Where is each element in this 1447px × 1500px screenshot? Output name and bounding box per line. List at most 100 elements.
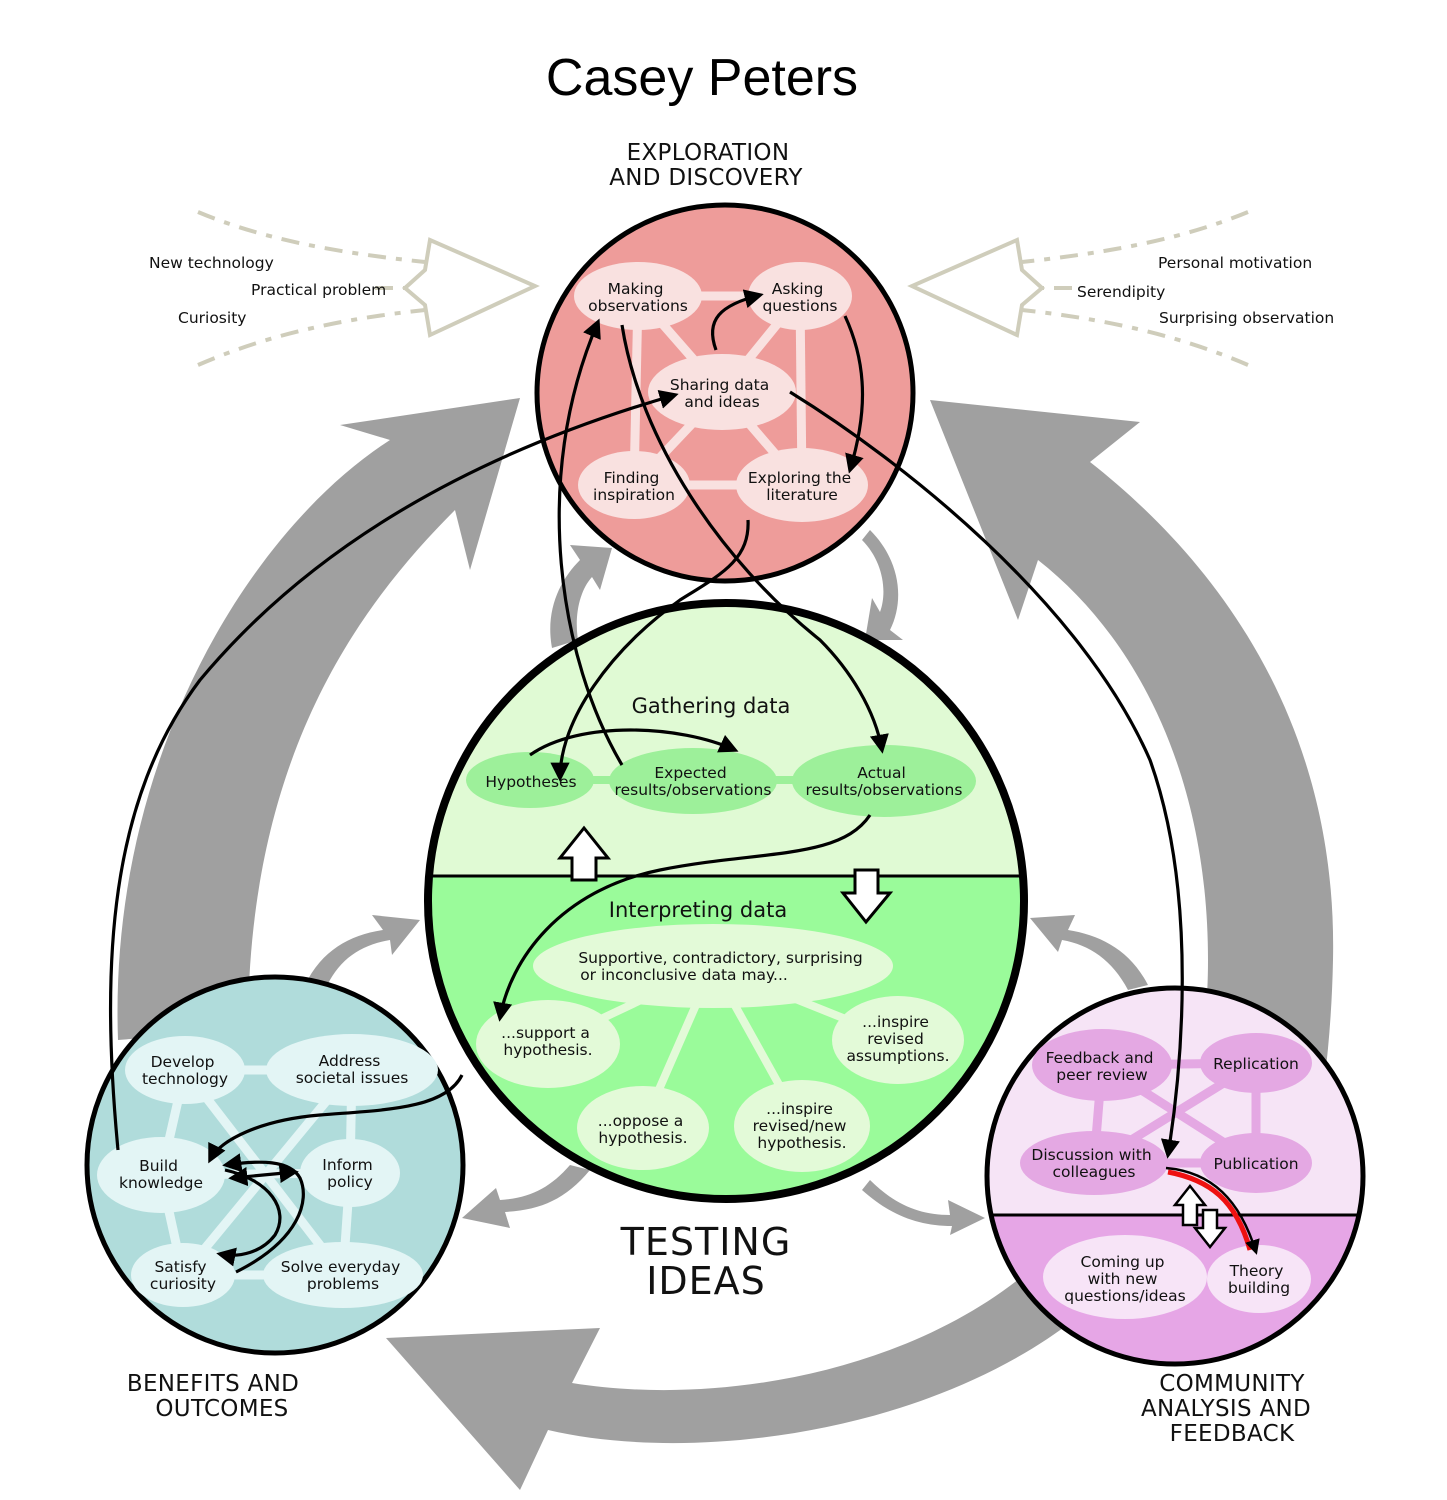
arrow-build-to-sharing	[108, 390, 679, 1151]
node-new-questions	[1043, 1235, 1207, 1319]
node-publication	[1200, 1133, 1312, 1193]
arrow-sharing-to-discussion	[789, 390, 1184, 1159]
node-exploring-literature	[736, 448, 868, 522]
label-new-questions: Coming up with new questions/ideas	[1064, 1253, 1186, 1305]
label-develop-technology: Develop technology	[142, 1053, 228, 1088]
node-data-may	[533, 924, 893, 1008]
influence-left-1: New technology	[149, 254, 274, 272]
connector-left-benefits	[462, 1165, 590, 1228]
arrow-build-policy	[228, 1163, 299, 1187]
hollow-arrow-community-down	[1192, 1208, 1228, 1250]
influence-right-1: Personal motivation	[1158, 254, 1312, 272]
arrow-literature-to-hypotheses	[550, 519, 750, 782]
hollow-arrow-up	[556, 825, 612, 882]
node-asking-questions	[748, 262, 852, 330]
influence-right-3: Surprising observation	[1159, 309, 1334, 327]
node-feedback	[1032, 1029, 1172, 1101]
section-testing-line2: IDEAS	[646, 1259, 766, 1303]
label-publication: Publication	[1213, 1155, 1298, 1173]
section-exploration-line1: EXPLORATION	[627, 140, 790, 166]
gathering-title: Gathering data	[632, 694, 791, 718]
node-solve-problems	[263, 1242, 423, 1308]
connector-down-right	[862, 530, 903, 640]
node-revised-hypothesis	[734, 1080, 870, 1172]
label-revised-assumptions: ...inspire revised assumptions.	[846, 1013, 949, 1065]
label-replication: Replication	[1213, 1055, 1299, 1073]
arrow-actual-to-support	[493, 814, 872, 1022]
arrow-making-to-actual	[620, 324, 889, 754]
label-asking-questions: Asking questions	[762, 280, 837, 315]
label-oppose: ...oppose a hypothesis.	[598, 1112, 688, 1147]
label-discussion: Discussion with colleagues	[1031, 1146, 1156, 1181]
label-finding-inspiration: Finding inspiration	[593, 469, 675, 504]
label-sharing-data: Sharing data and ideas	[670, 376, 774, 411]
connector-right-community	[862, 1180, 985, 1235]
node-theory	[1207, 1245, 1311, 1313]
label-support: ...support a hypothesis.	[501, 1024, 595, 1059]
hollow-arrow-down	[839, 868, 894, 925]
hollow-arrow-community-up	[1172, 1183, 1208, 1227]
arrow-discussion-to-theory-outline	[1165, 1166, 1260, 1255]
node-discussion	[1020, 1131, 1168, 1195]
label-making-observations: Making observations	[588, 280, 688, 315]
node-actual	[792, 745, 976, 817]
node-inform-policy	[300, 1139, 400, 1207]
arrow-satisfy-to-build	[222, 1153, 305, 1274]
node-revised-assumptions	[832, 996, 964, 1084]
arrow-expected-to-making	[557, 318, 624, 766]
node-expected	[609, 748, 777, 814]
connector-up-left	[550, 545, 612, 648]
section-exploration-line2: AND DISCOVERY	[609, 165, 803, 191]
section-benefits-line1: BENEFITS AND	[127, 1371, 299, 1397]
label-exploring-literature: Exploring the literature	[748, 469, 856, 504]
node-build-knowledge	[97, 1137, 225, 1213]
node-address-societal	[266, 1034, 438, 1106]
section-community-line2: ANALYSIS AND	[1141, 1396, 1311, 1422]
section-community-line3: FEEDBACK	[1170, 1421, 1295, 1447]
connector-arrows	[305, 530, 1148, 1235]
node-support	[476, 1000, 620, 1088]
label-theory: Theory building	[1228, 1262, 1290, 1297]
influence-arrows	[197, 210, 1249, 367]
node-making-observations	[574, 262, 702, 330]
connector-up-benefits	[305, 915, 420, 990]
section-community-line1: COMMUNITY	[1159, 1371, 1305, 1397]
node-oppose	[577, 1086, 709, 1170]
influence-left-top	[197, 210, 426, 264]
page-title: Casey Peters	[546, 49, 858, 107]
arrow-sharing-to-asking	[710, 289, 764, 351]
arrow-discussion-to-theory	[1167, 1169, 1253, 1251]
label-inform-policy: Inform policy	[322, 1156, 377, 1191]
label-expected: Expected results/observations	[615, 764, 772, 799]
influence-right-head	[907, 237, 1046, 338]
exploration-circle	[534, 202, 916, 584]
cycle-arrow-bottom	[386, 1230, 1140, 1490]
label-satisfy-curiosity: Satisfy curiosity	[150, 1258, 216, 1293]
label-actual: Actual results/observations	[806, 764, 963, 799]
influence-left-head	[401, 237, 540, 338]
label-revised-hypothesis: ...inspire revised/new hypothesis.	[753, 1100, 852, 1152]
arrow-asking-to-literature	[843, 315, 865, 474]
arrow-support-to-build	[208, 1074, 464, 1164]
influence-right-2: Serendipity	[1077, 283, 1165, 301]
influence-left-2: Practical problem	[251, 281, 386, 299]
section-testing-line1: TESTING	[620, 1220, 792, 1264]
label-feedback: Feedback and peer review	[1046, 1049, 1159, 1084]
label-hypotheses: Hypotheses	[485, 773, 576, 791]
node-satisfy-curiosity	[131, 1243, 235, 1307]
cycle-arrow-left	[117, 398, 521, 1040]
arrow-hypotheses-to-expected	[529, 728, 739, 757]
node-finding-inspiration	[578, 451, 690, 519]
node-replication	[1200, 1033, 1312, 1093]
node-sharing-data	[648, 354, 796, 430]
node-develop-technology	[125, 1036, 245, 1104]
interpreting-title: Interpreting data	[609, 898, 787, 922]
label-build-knowledge: Build knowledge	[119, 1157, 203, 1192]
arrow-build-to-satisfy	[216, 1168, 282, 1267]
connector-up-community	[1030, 915, 1148, 990]
label-solve-problems: Solve everyday problems	[281, 1258, 406, 1293]
label-address-societal: Address societal issues	[296, 1052, 409, 1087]
influence-left-3: Curiosity	[178, 309, 246, 327]
